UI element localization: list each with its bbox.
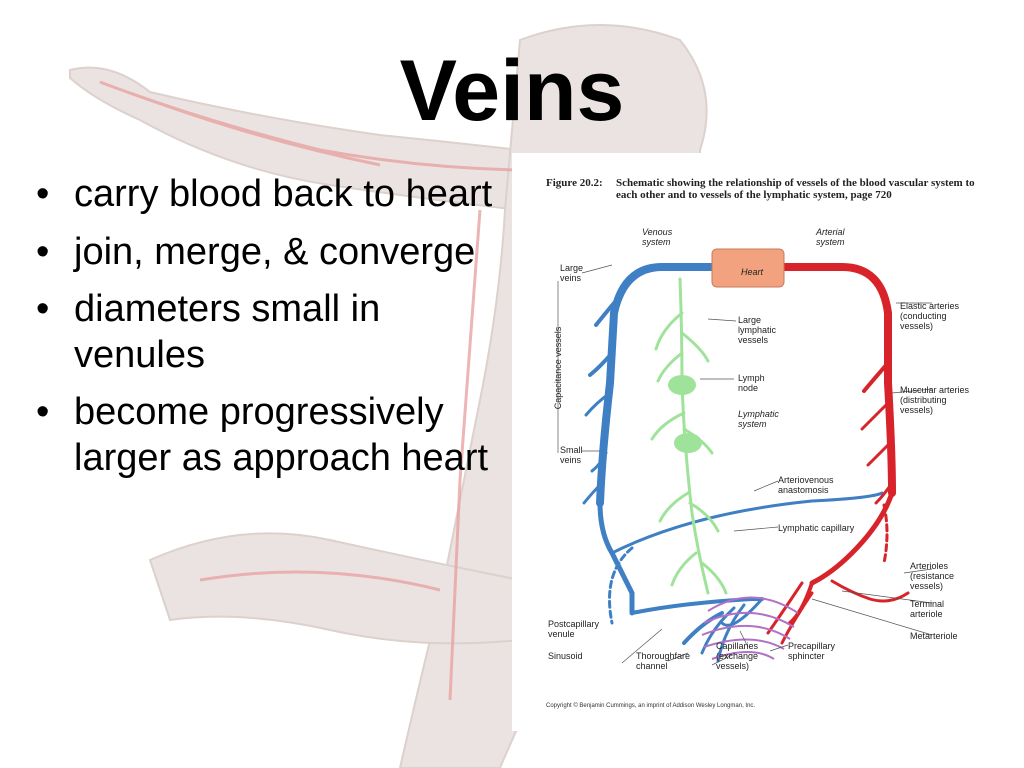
vascular-schematic-figure: Figure 20.2: Schematic showing the relat… [512,153,998,731]
lymph-node-upper [668,375,696,395]
bullet-item: join, merge, & converge [32,230,502,276]
terminal-arteriole-label: Terminal arteriole [910,599,945,619]
capacitance-vessels-label: Capacitance vessels [553,326,563,410]
figure-copyright: Copyright © Benjamin Cummings, an imprin… [546,703,756,709]
slide-title: Veins [399,43,625,139]
capillaries-label: Capillaries (exchange vessels) [716,641,759,671]
lymph-node-lower [674,433,702,453]
small-veins-label: Small veins [560,445,583,465]
figure-caption-number: Figure 20.2: [546,177,603,189]
lymphatic-system-label: Lymphatic system [738,409,779,429]
venous-system-label: Venous system [642,227,673,247]
venous-vessels [582,263,884,663]
bullet-item: become progressively larger as approach … [32,390,502,481]
heart-shape [711,248,785,288]
figure-caption-text: Schematic showing the relationship of ve… [616,177,975,201]
elastic-arteries-label: Elastic arteries (conducting vessels) [900,301,960,331]
large-veins-label: Large veins [560,263,584,283]
label-leader-lines [557,264,933,666]
lymphatic-capillary-label: Lymphatic capillary [778,523,855,533]
muscular-arteries-label: Muscular arteries (distributing vessels) [900,385,970,415]
bullet-item: carry blood back to heart [32,172,502,218]
arterioles-label: Arterioles (resistance vessels) [910,561,955,591]
lymph-node-label: Lymph node [738,373,765,393]
heart-label: Heart [740,267,763,277]
arterial-vessels [766,263,910,645]
bullet-list: carry blood back to heart join, merge, &… [32,172,502,494]
capillary-bed [701,596,799,660]
thoroughfare-channel-label: Thoroughfare channel [636,651,691,671]
precapillary-sphincter-label: Precapillary sphincter [788,641,836,661]
figure-caption: Figure 20.2: Schematic showing the relat… [546,177,986,201]
large-lymphatic-vessels-label: Large lymphatic vessels [738,315,777,345]
bullet-item: diameters small in venules [32,287,502,378]
arteriovenous-anastomosis-label: Arteriovenous anastomosis [778,475,834,495]
postcapillary-venule-label: Postcapillary venule [548,619,600,639]
vascular-schematic-drawing [557,248,933,666]
sinusoid-label: Sinusoid [548,651,583,661]
metarteriole-label: Metarteriole [910,631,958,641]
arterial-system-label: Arterial system [816,227,845,247]
